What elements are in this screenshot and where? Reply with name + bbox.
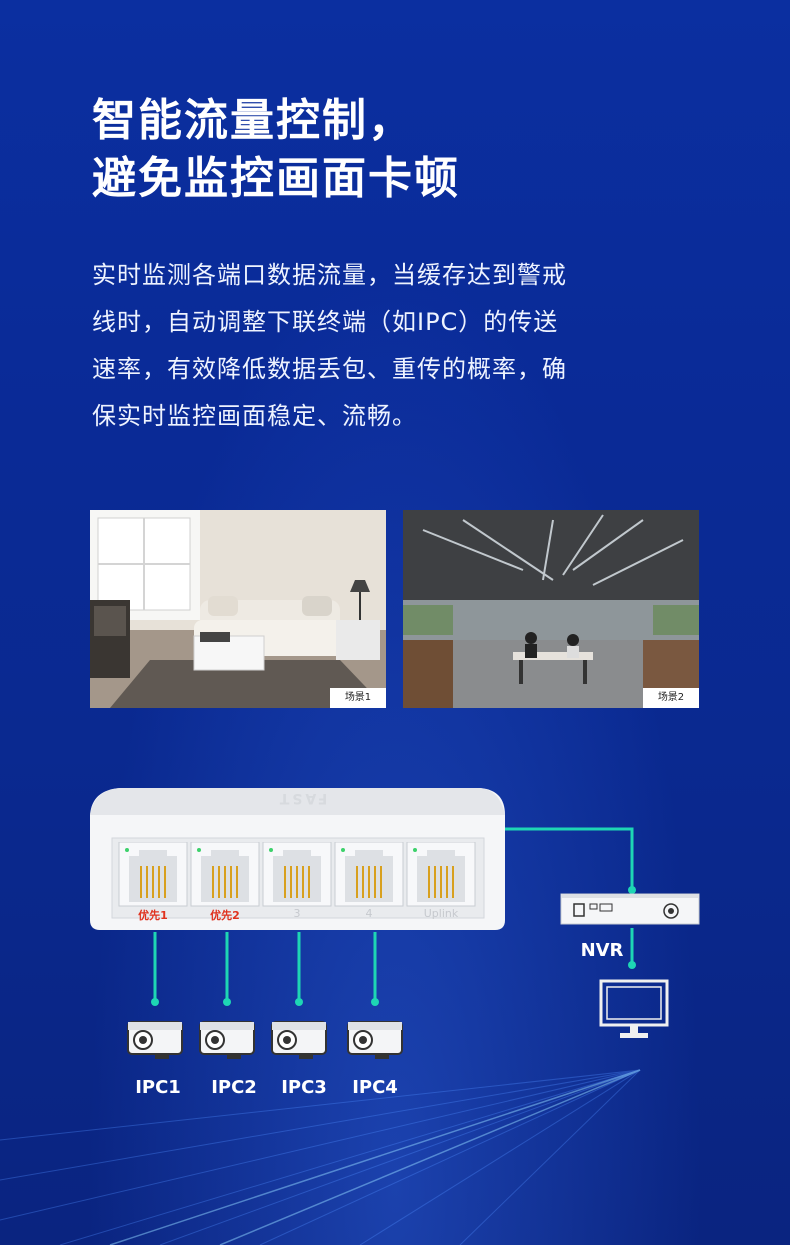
port-label-3: 3 [293, 907, 301, 920]
description-line-1: 实时监测各端口数据流量，当缓存达到警戒 [92, 261, 567, 289]
nvr-device [560, 893, 700, 925]
switch-brand-logo: FAST [276, 790, 328, 806]
scene-2-tag: 场景2 [643, 688, 699, 708]
port-4 [334, 842, 404, 907]
office-illustration [403, 510, 699, 708]
ipc2-label: IPC2 [211, 1077, 257, 1098]
ipc1-label: IPC1 [135, 1077, 181, 1098]
description-line-4: 保实时监控画面稳定、流畅。 [92, 402, 417, 430]
light-streaks [0, 1069, 641, 1245]
port-label-uplink: Uplink [423, 907, 459, 920]
port-3 [262, 842, 332, 907]
ipc2-camera-icon [199, 1021, 255, 1059]
nvr-label: NVR [580, 940, 624, 961]
port-label-4: 4 [365, 907, 373, 920]
description: 实时监测各端口数据流量，当缓存达到警戒 线时，自动调整下联终端（如IPC）的传送… [92, 252, 652, 440]
switch-ports: 优先1 优先2 3 4 Uplink [117, 842, 479, 922]
ipc1-camera-icon [127, 1021, 183, 1059]
port-2 [190, 842, 260, 907]
port-uplink [406, 842, 476, 907]
ipc3-camera-icon [271, 1021, 327, 1059]
headline-line-2: 避免监控画面卡顿 [92, 153, 460, 204]
scene-1-tag: 场景1 [330, 688, 386, 708]
living-room-illustration [90, 510, 386, 708]
ipc4-camera-icon [347, 1021, 403, 1059]
scene-2-image: 场景2 [403, 510, 699, 708]
uplink-cable [505, 827, 634, 890]
ipc4-label: IPC4 [352, 1077, 398, 1098]
ipc3-label: IPC3 [281, 1077, 327, 1098]
description-line-3: 速率，有效降低数据丢包、重传的概率，确 [92, 355, 567, 383]
monitor-icon [599, 979, 669, 1038]
description-line-2: 线时，自动调整下联终端（如IPC）的传送 [92, 308, 559, 336]
rj45-port-array [118, 842, 476, 907]
port-1 [118, 842, 188, 907]
port-label-1: 优先1 [138, 909, 168, 922]
port-label-2: 优先2 [210, 909, 240, 922]
scene-1-image: 场景1 [90, 510, 386, 708]
headline-line-1: 智能流量控制， [92, 95, 414, 146]
headline: 智能流量控制， 避免监控画面卡顿 [92, 92, 712, 208]
